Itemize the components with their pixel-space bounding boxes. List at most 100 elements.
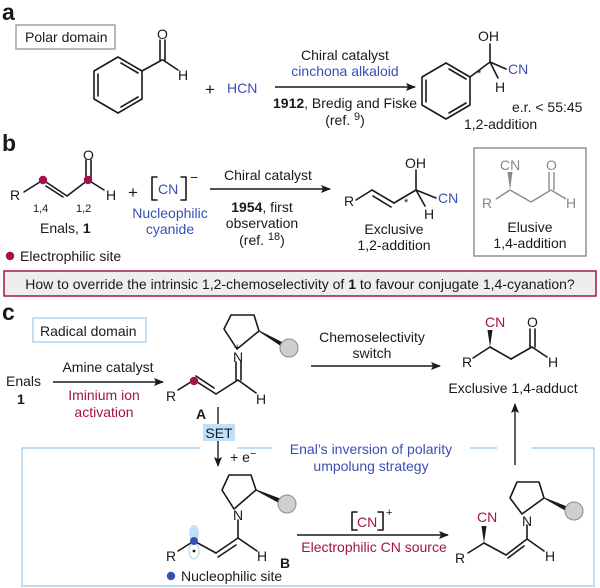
exclusive-adduct-label: Exclusive 1,4-adduct (448, 380, 577, 396)
adduct-O: O (527, 314, 538, 330)
enamine-radical-B: N R H (166, 474, 297, 564)
switch-label-1: Chemoselectivity (319, 329, 425, 345)
amine-catalyst-label: Amine catalyst (62, 359, 153, 375)
nucleophilic-cyanide-1: Nucleophilic (132, 205, 207, 221)
intermediate-A-label: A (196, 406, 206, 422)
electrophilic-site-dot (38, 175, 48, 185)
catalyst-ball-icon (277, 494, 297, 514)
elusive-label-2: 1,4-addition (493, 235, 566, 251)
panel-b: b R O H 1,4 1,2 Enals, 1 + CN − Nucleoph… (2, 130, 587, 264)
radical-dot (192, 549, 196, 553)
product-b-label-1: Exclusive (364, 221, 423, 237)
elusive-CN: CN (500, 157, 520, 173)
radical-R: R (166, 548, 176, 564)
enamine-N: N (522, 513, 532, 529)
arrow-b-ref: (ref. 18) (239, 231, 285, 248)
iminium-R: R (166, 388, 176, 404)
panel-label-c: c (2, 299, 15, 325)
cyanide-anion: CN − (151, 169, 198, 201)
cn-plus-CN: CN (357, 514, 377, 530)
elusive-H: H (566, 195, 576, 211)
set-highlight (203, 424, 235, 441)
electrophilic-legend-dot (5, 251, 15, 261)
allylic-cyanohydrin-product: R OH CN H * (344, 155, 458, 222)
electrophilic-site-dot (189, 376, 199, 386)
position-1-2: 1,2 (76, 203, 91, 215)
iminium-H: H (256, 391, 266, 407)
cyanide-charge: − (190, 169, 198, 185)
enal-name: Enals, 1 (40, 220, 91, 236)
radical-H: H (257, 548, 267, 564)
cyanohydrin-product: OH CN H * (421, 28, 528, 120)
plus-sign: + (205, 80, 215, 99)
radical-domain-box (32, 317, 147, 343)
radical-domain-label: Radical domain (40, 323, 137, 339)
set-label: SET (205, 425, 233, 441)
arrow-b-history-2: observation (226, 215, 298, 231)
enal-H: H (106, 187, 116, 203)
electrophilic-cn: CN + (351, 507, 392, 531)
polar-domain-box (15, 24, 116, 50)
electrophilic-legend: Electrophilic site (20, 248, 121, 264)
panel-label-a: a (2, 0, 15, 25)
cyanated-enamine: CN N R H (455, 481, 584, 566)
elusive-label-1: Elusive (507, 219, 552, 235)
enals-number: 1 (17, 391, 25, 407)
iminium-N: N (233, 349, 243, 365)
iminium-ion-A: N + R H (166, 314, 299, 407)
product-OH: OH (405, 155, 426, 171)
elusive-addition-box: CN O R H Elusive 1,4-addition (473, 147, 587, 257)
nucleophilic-legend-dot (166, 571, 176, 581)
stereocenter-mark: * (477, 68, 482, 80)
position-1-4: 1,4 (33, 203, 48, 215)
hcn-reagent: HCN (227, 80, 257, 96)
enamine-H: H (545, 548, 555, 564)
product-CN: CN (508, 61, 528, 77)
question-text: How to override the intrinsic 1,2-chemos… (25, 276, 575, 292)
catalyst-ball-icon (279, 338, 299, 358)
umpolung-box (21, 447, 595, 587)
adduct-CN: CN (485, 314, 505, 330)
enal-structure: R O H 1,4 1,2 (10, 147, 116, 215)
adduct-R: R (462, 354, 472, 370)
p-orbital-upper (189, 525, 199, 541)
panel-label-b: b (2, 130, 16, 156)
plus-sign: + (128, 183, 138, 202)
panel-a: a Polar domain O H + HCN Chiral catalyst… (2, 0, 583, 132)
enal-R: R (10, 187, 20, 203)
product-CN: CN (438, 190, 458, 206)
radical-N: N (233, 507, 243, 523)
arrow-a-ref: (ref. 9) (325, 111, 365, 128)
cyanide-CN: CN (158, 181, 178, 197)
electrophilic-cn-source: Electrophilic CN source (301, 539, 447, 555)
question-banner: How to override the intrinsic 1,2-chemos… (3, 270, 597, 297)
product-R: R (344, 193, 354, 209)
product-a-label: 1,2-addition (464, 116, 537, 132)
nucleophilic-legend: Nucleophilic site (181, 568, 282, 584)
nucleophilic-cyanide-2: cyanide (146, 221, 194, 237)
benzaldehyde-structure: O H (93, 26, 188, 114)
electron-gain: + e− (230, 448, 256, 465)
arrow-a-catalyst: Chiral catalyst (301, 47, 389, 63)
intermediate-B-label: B (280, 555, 290, 571)
elusive-O: O (546, 157, 557, 173)
arrow-b-history-1: 1954, first (231, 199, 293, 215)
product-H: H (424, 206, 434, 222)
panel-c: c Radical domain Enals 1 Amine catalyst … (2, 299, 595, 587)
enals-text: Enals (6, 373, 41, 389)
year-1912: 1912 (273, 95, 304, 111)
polar-domain-label: Polar domain (25, 29, 108, 45)
umpolung-label-1: Enal’s inversion of polarity (290, 441, 452, 457)
product-OH: OH (478, 28, 499, 44)
elusive-R: R (482, 195, 492, 211)
benzaldehyde-H: H (178, 67, 188, 83)
enal-O: O (83, 147, 94, 163)
umpolung-label-2: umpolung strategy (313, 458, 428, 474)
conjugate-adduct-product: CN O R H (462, 314, 558, 370)
iminium-activation-1: Iminium ion (68, 387, 140, 403)
enamine-R: R (455, 550, 465, 566)
iminium-activation-2: activation (74, 404, 133, 420)
nucleophilic-site-dot (190, 537, 198, 545)
adduct-H: H (548, 354, 558, 370)
electrophilic-site-dot (83, 175, 93, 185)
